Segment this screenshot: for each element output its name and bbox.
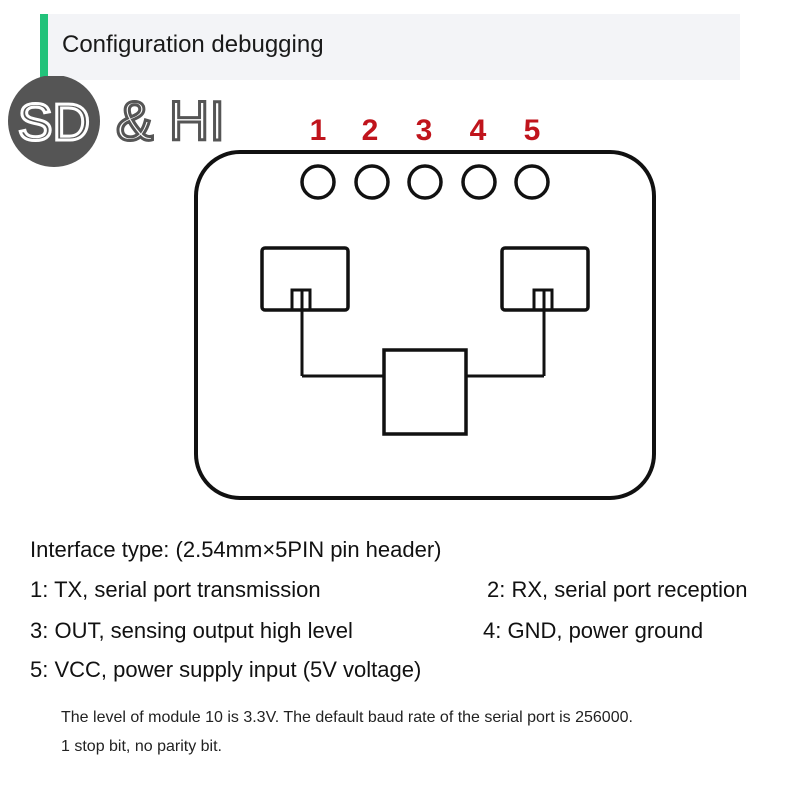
module-board-outline — [194, 150, 656, 500]
note-line-2: 1 stop bit, no parity bit. — [61, 738, 222, 755]
left-antenna-pad — [260, 246, 350, 312]
logo-mark-text: SD — [18, 94, 90, 152]
pin4-description: 4: GND, power ground — [483, 618, 704, 643]
pin5-description: 5: VCC, power supply input (5V voltage) — [30, 657, 422, 682]
pin-hole-5 — [514, 164, 550, 200]
pin3-description: 3: OUT, sensing output high level — [30, 618, 353, 643]
pin-number-4: 4 — [470, 114, 487, 147]
center-chip — [382, 348, 468, 436]
pin-hole-4 — [461, 164, 497, 200]
section-header — [40, 14, 740, 80]
left-antenna-notch — [290, 288, 304, 376]
note-line-1: The level of module 10 is 3.3V. The defa… — [61, 709, 633, 726]
pin1-description: 1: TX, serial port transmission — [30, 577, 321, 602]
pin-hole-2 — [354, 164, 390, 200]
left-antenna-feed — [302, 288, 312, 310]
section-title: Configuration debugging — [62, 31, 324, 58]
right-antenna-feed — [544, 288, 554, 310]
pin-number-5: 5 — [524, 114, 541, 147]
pin-number-2: 2 — [362, 114, 379, 147]
pin-number-1: 1 — [310, 114, 327, 147]
pin-hole-1 — [300, 164, 336, 200]
logo-circle — [8, 76, 100, 167]
brand-logo: SD & HI — [8, 76, 226, 167]
right-antenna-notch — [532, 288, 546, 376]
logo-suffix-text: & HI — [116, 89, 225, 152]
pin-hole-3 — [407, 164, 443, 200]
pin2-description: 2: RX, serial port reception — [487, 577, 748, 602]
interface-type-text: Interface type: (2.54mm×5PIN pin header) — [30, 537, 442, 562]
pin-number-3: 3 — [416, 114, 433, 147]
module-pinout-diagram: 1 2 3 4 5 — [194, 114, 656, 500]
header-accent-bar — [40, 14, 48, 80]
